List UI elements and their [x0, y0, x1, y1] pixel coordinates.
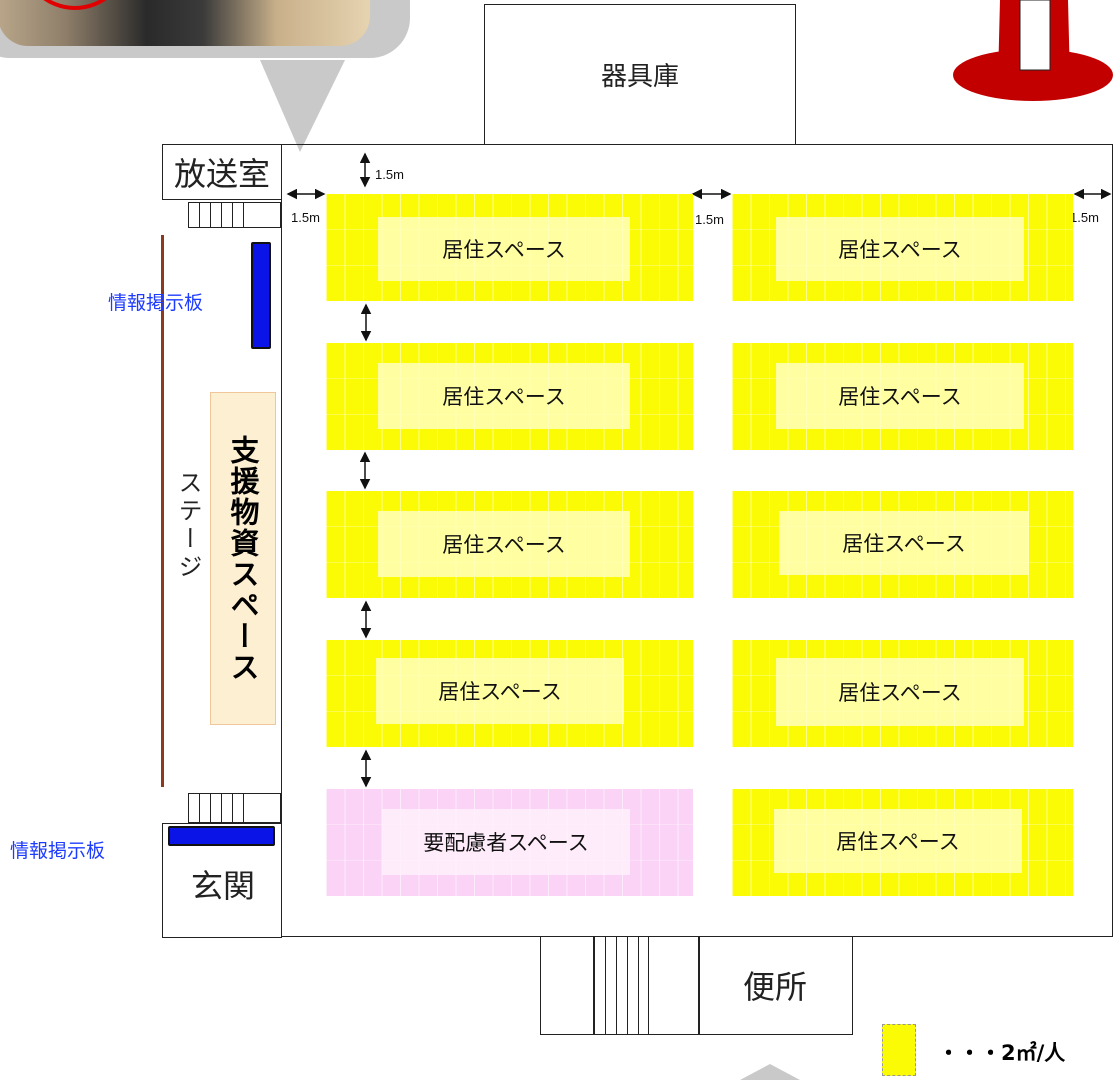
- living-block-label: 居住スペース: [378, 217, 630, 281]
- info-board-top-label: 情報掲示板: [108, 292, 204, 314]
- legend-text: ・・・2㎡/人: [938, 1041, 1066, 1065]
- living-block: 居住スペース: [326, 491, 693, 598]
- supply-space-label: 支援物資スペース: [226, 434, 260, 683]
- info-board-entrance-label: 情報掲示板: [10, 840, 106, 862]
- equipment-storage-label: 器具庫: [600, 62, 679, 92]
- legend-swatch: [882, 1024, 916, 1076]
- care-block-label: 要配慮者スペース: [382, 809, 630, 875]
- dim-top-label: 1.5m: [375, 167, 404, 182]
- dim-right-label: 1.5m: [1070, 210, 1099, 225]
- toilet-label: 便所: [742, 968, 807, 1006]
- entrance-label: 玄関: [190, 867, 255, 905]
- living-block: 居住スペース: [326, 640, 693, 747]
- living-block: 居住スペース: [732, 343, 1073, 450]
- stage-edge: [161, 235, 164, 787]
- living-block: 居住スペース: [732, 491, 1073, 598]
- living-block-label: 居住スペース: [378, 363, 630, 429]
- living-block: 居住スペース: [732, 789, 1073, 896]
- living-block: 居住スペース: [732, 640, 1073, 747]
- info-board-top: [251, 242, 271, 349]
- dim-middle-label: 1.5m: [695, 212, 724, 227]
- living-block-label: 居住スペース: [776, 217, 1024, 281]
- photo-callout: [0, 0, 410, 58]
- living-block: 居住スペース: [326, 194, 693, 301]
- toilet-stairs: [593, 936, 649, 1034]
- toilet-annex: [540, 936, 853, 1035]
- dim-left-label: 1.5m: [291, 210, 320, 225]
- living-block-label: 居住スペース: [779, 511, 1029, 575]
- entrance-stairs: [188, 793, 281, 823]
- info-board-entrance: [168, 826, 275, 846]
- living-block: 居住スペース: [732, 194, 1073, 301]
- living-block-label: 居住スペース: [776, 658, 1024, 726]
- photo-inset: [0, 0, 370, 46]
- living-block-label: 居住スペース: [376, 658, 624, 724]
- supply-space: 支援物資スペース: [210, 392, 276, 725]
- living-block-label: 居住スペース: [774, 809, 1022, 873]
- broadcast-stairs: [188, 202, 281, 228]
- living-block-label: 居住スペース: [378, 511, 630, 577]
- care-block: 要配慮者スペース: [326, 789, 693, 896]
- broadcast-room: 放送室: [162, 144, 282, 200]
- traffic-cone-icon: [953, 0, 1113, 101]
- toilet-divider: [698, 936, 700, 1034]
- stage-label: ステージ: [174, 470, 202, 582]
- equipment-storage-room: 器具庫: [484, 4, 796, 145]
- broadcast-room-label: 放送室: [173, 155, 270, 193]
- living-block: 居住スペース: [326, 343, 693, 450]
- living-block-label: 居住スペース: [776, 363, 1024, 429]
